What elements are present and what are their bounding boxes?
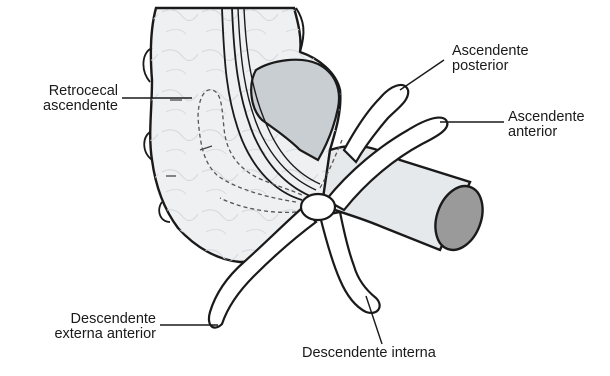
label-asc-anterior-line1: Ascendente <box>508 110 585 125</box>
label-retrocecal-ascendente: Retrocecal ascendente <box>18 84 118 114</box>
label-asc-anterior-line2: anterior <box>508 125 585 140</box>
label-ascendente-anterior: Ascendente anterior <box>508 110 585 140</box>
label-descendente-interna: Descendente interna <box>302 346 436 361</box>
label-desc-interna-line1: Descendente interna <box>302 346 436 361</box>
label-desc-externa-line1: Descendente <box>18 312 156 327</box>
appendix-descendente-interna <box>320 212 380 313</box>
label-ascendente-posterior: Ascendente posterior <box>452 44 529 74</box>
label-descendente-externa-anterior: Descendente externa anterior <box>18 312 156 342</box>
leader-asc-posterior <box>400 60 444 90</box>
label-asc-posterior-line1: Ascendente <box>452 44 529 59</box>
appendix-base <box>301 194 335 220</box>
label-desc-externa-line2: externa anterior <box>18 327 156 342</box>
label-asc-posterior-line2: posterior <box>452 59 529 74</box>
label-retrocecal-line2: ascendente <box>18 99 118 114</box>
label-retrocecal-line1: Retrocecal <box>18 84 118 99</box>
